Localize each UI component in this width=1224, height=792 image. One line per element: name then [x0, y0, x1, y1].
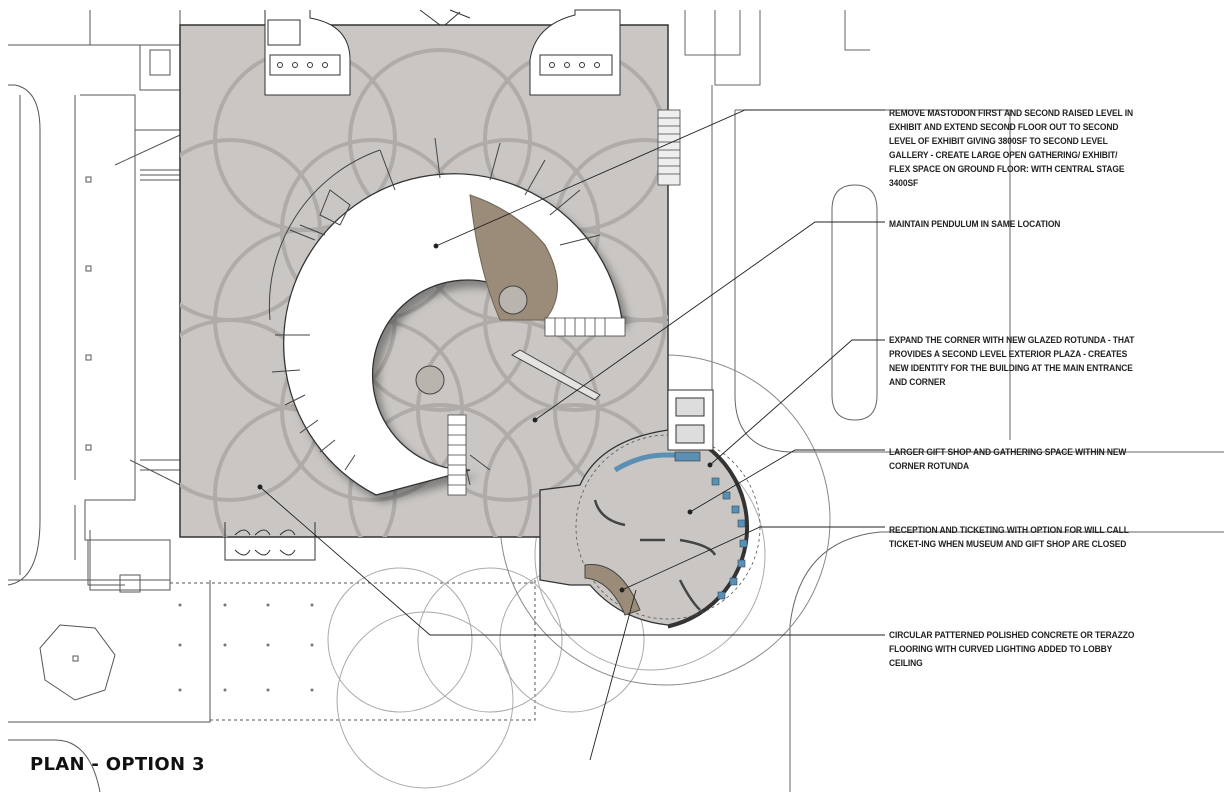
- top-service-cores: [264, 9, 621, 96]
- ring-gallery-partitions: [268, 137, 601, 486]
- note-glazed-rotunda: EXPAND THE CORNER WITH NEW GLAZED ROTUND…: [889, 335, 1135, 387]
- leader-lines: [257, 109, 885, 761]
- plan-title: PLAN - OPTION 3: [30, 754, 205, 775]
- elevator-core: [667, 389, 714, 451]
- entry-doors: [224, 522, 316, 561]
- stage-lift: [498, 285, 528, 315]
- note-gift-shop: LARGER GIFT SHOP AND GATHERING SPACE WIT…: [889, 447, 1127, 471]
- right-stairs: [657, 109, 681, 186]
- note-pendulum: MAINTAIN PENDULUM IN SAME LOCATION: [889, 219, 1061, 229]
- pendulum: [415, 365, 445, 395]
- site-linework: [7, 10, 536, 792]
- central-stage: [469, 194, 558, 321]
- inner-balcony: [511, 349, 601, 401]
- note-mastodon-removal: REMOVE MASTODON FIRST AND SECOND RAISED …: [889, 108, 1133, 188]
- note-flooring: CIRCULAR PATTERNED POLISHED CONCRETE OR …: [889, 630, 1135, 668]
- site-dots: [72, 176, 314, 692]
- rotunda: [539, 426, 761, 629]
- note-reception-ticketing: RECEPTION AND TICKETING WITH OPTION FOR …: [889, 525, 1129, 549]
- street-curbs: [619, 10, 1224, 792]
- stage-stair: [544, 317, 626, 337]
- lower-stair: [447, 414, 467, 496]
